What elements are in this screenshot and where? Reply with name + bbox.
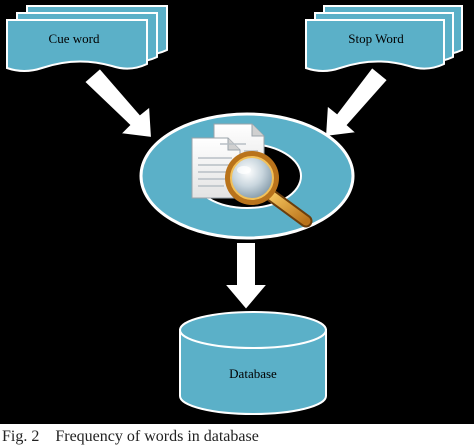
database-top (179, 311, 327, 349)
caption-text: Frequency of words in database (55, 428, 259, 445)
arrow-cue-to-center (82, 66, 154, 140)
cue-word-node: Cue word (6, 5, 168, 72)
magnifier-lens (230, 156, 274, 200)
arrow-stop-to-center (323, 65, 390, 139)
diagram-canvas: Cue word Stop Word (0, 0, 474, 424)
database-label: Database (229, 366, 277, 381)
figure-caption: Fig. 2 Frequency of words in database (2, 428, 259, 446)
processing-node (139, 112, 355, 240)
stop-word-sheet-front (305, 19, 445, 72)
cue-word-label: Cue word (49, 31, 100, 46)
stop-word-node: Stop Word (305, 5, 463, 72)
stop-word-label: Stop Word (348, 31, 404, 46)
magnifier-icon (225, 151, 313, 228)
cue-word-sheet-front (6, 19, 148, 72)
database-node: Database (179, 311, 327, 415)
arrow-center-to-database (221, 241, 271, 312)
figure-number: Fig. 2 (2, 428, 40, 445)
database-body (179, 329, 327, 415)
document-search-icon (191, 123, 313, 228)
